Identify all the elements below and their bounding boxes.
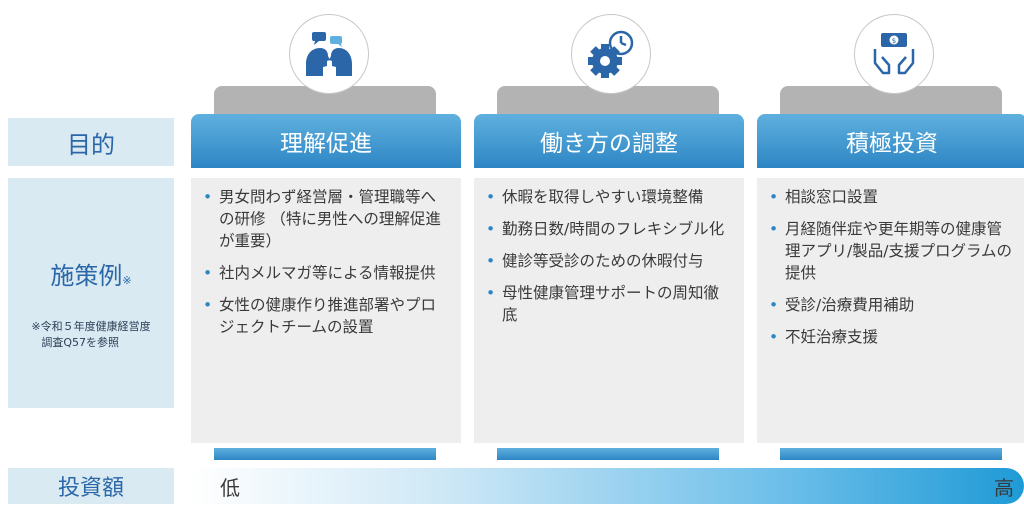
measure-item: 社内メルマガ等による情報提供: [203, 262, 451, 284]
measures-note-line2: 調査Q57を参照: [41, 335, 120, 349]
measure-item: 女性の健康作り推進部署やプロジェクトチームの設置: [203, 294, 451, 338]
measures-title: 施策例※: [50, 256, 131, 291]
column-header-understanding: 理解促進: [191, 114, 461, 168]
icon-circle-workstyle: [571, 14, 651, 94]
investment-gradient-bar: [190, 468, 1024, 504]
measure-item: 健診等受診のための休暇付与: [486, 250, 734, 272]
measure-item: 男女問わず経営層・管理職等への研修 （特に男性への理解促進が重要）: [203, 186, 451, 252]
column-footbar: [780, 448, 1002, 460]
column-footbar: [497, 448, 719, 460]
column-title: 理解促進: [280, 131, 372, 157]
scale-high-label: 高: [994, 476, 1014, 500]
column-footbar: [214, 448, 436, 460]
icon-circle-understanding: [289, 14, 369, 94]
measure-item: 不妊治療支援: [769, 326, 1017, 348]
measure-item: 休暇を取得しやすい環境整備: [486, 186, 734, 208]
purpose-row-label: 目的: [8, 118, 174, 166]
measure-item: 勤務日数/時間のフレキシブル化: [486, 218, 734, 240]
icon-circle-investment: $: [854, 14, 934, 94]
column-title: 積極投資: [846, 131, 938, 157]
measures-mark: ※: [122, 273, 132, 287]
investment-label: 投資額: [57, 476, 124, 501]
measures-label: 施策例: [50, 261, 123, 290]
column-body-understanding: 男女問わず経営層・管理職等への研修 （特に男性への理解促進が重要） 社内メルマガ…: [191, 178, 461, 443]
gear-clock-icon: [588, 30, 634, 78]
purpose-label: 目的: [67, 130, 115, 159]
scale-low-label: 低: [220, 476, 240, 500]
column-body-investment: 相談窓口設置 月経随伴症や更年期等の健康管理アプリ/製品/支援プログラムの提供 …: [757, 178, 1024, 443]
measures-row-label: 施策例※ ※令和５年度健康経営度 調査Q57を参照: [8, 178, 174, 408]
two-people-talking-icon: [306, 32, 352, 76]
column-header-workstyle: 働き方の調整: [474, 114, 744, 168]
measures-note-line1: ※令和５年度健康経営度: [31, 319, 151, 333]
column-body-workstyle: 休暇を取得しやすい環境整備 勤務日数/時間のフレキシブル化 健診等受診のための休…: [474, 178, 744, 443]
measure-item: 月経随伴症や更年期等の健康管理アプリ/製品/支援プログラムの提供: [769, 218, 1017, 284]
measure-list: 休暇を取得しやすい環境整備 勤務日数/時間のフレキシブル化 健診等受診のための休…: [474, 178, 744, 326]
hands-money-icon: $: [873, 33, 915, 75]
measure-item: 相談窓口設置: [769, 186, 1017, 208]
measure-item: 受診/治療費用補助: [769, 294, 1017, 316]
svg-text:$: $: [892, 37, 896, 45]
measure-list: 相談窓口設置 月経随伴症や更年期等の健康管理アプリ/製品/支援プログラムの提供 …: [757, 178, 1024, 348]
measure-item: 母性健康管理サポートの周知徹底: [486, 282, 734, 326]
investment-row-label: 投資額: [8, 468, 174, 504]
column-title: 働き方の調整: [540, 131, 678, 157]
column-header-investment: 積極投資: [757, 114, 1024, 168]
measure-list: 男女問わず経営層・管理職等への研修 （特に男性への理解促進が重要） 社内メルマガ…: [191, 178, 461, 338]
measures-note: ※令和５年度健康経営度 調査Q57を参照: [31, 319, 150, 351]
